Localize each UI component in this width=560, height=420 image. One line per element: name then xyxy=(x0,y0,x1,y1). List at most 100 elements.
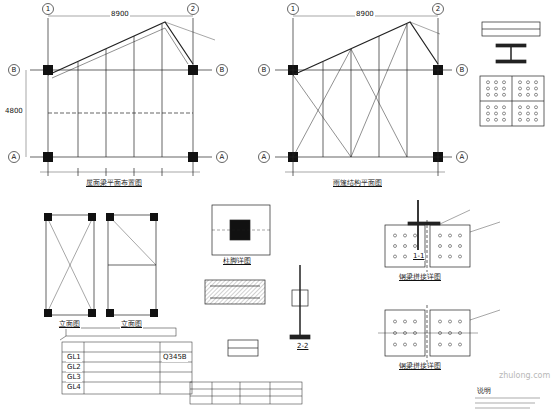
axis-bubble: A xyxy=(8,151,20,163)
drawing-title: 2-2 xyxy=(296,343,309,351)
annotation: 说明 xyxy=(476,388,492,396)
bolt-hole xyxy=(503,81,506,84)
bolt-hole xyxy=(439,320,442,323)
bolt-hole xyxy=(519,93,522,96)
connection-table xyxy=(190,382,302,404)
bolt-hole xyxy=(404,245,407,248)
bolt-hole xyxy=(519,81,522,84)
bolt-hole xyxy=(459,320,462,323)
drawing-title: 1-1 xyxy=(412,253,425,261)
bolt-hole xyxy=(535,87,538,90)
axis-bubble: A xyxy=(456,151,468,163)
bolt-hole xyxy=(495,112,498,115)
bolt-hole xyxy=(459,255,462,258)
annotation: GL4 xyxy=(66,384,82,392)
axis-label: B xyxy=(460,67,465,74)
axis-label: A xyxy=(220,154,225,161)
drawing-title: 雨篷结构平面图 xyxy=(332,180,383,188)
bolt-hole xyxy=(527,112,530,115)
bolt-hole xyxy=(449,255,452,258)
annotation: 8900 xyxy=(355,11,375,19)
bolt-hole xyxy=(404,332,407,335)
bolt-hole xyxy=(449,245,452,248)
axis-bubble: 1 xyxy=(287,3,299,15)
drawing-title: 钢梁拼接详图 xyxy=(398,274,442,282)
bolt-hole xyxy=(487,93,490,96)
bolt-hole xyxy=(535,106,538,109)
axis-label: A xyxy=(262,154,267,161)
axis-bubble: B xyxy=(216,64,228,76)
drawing-title: 立面图 xyxy=(120,321,143,329)
bolt-hole xyxy=(414,332,417,335)
axis-label: B xyxy=(12,67,17,74)
bolt-hole xyxy=(449,320,452,323)
bolt-hole xyxy=(495,118,498,121)
bolt-hole xyxy=(449,234,452,237)
axis-bubble: 2 xyxy=(187,3,199,15)
bolt-hole xyxy=(503,87,506,90)
bolt-hole xyxy=(404,255,407,258)
bolt-hole xyxy=(495,106,498,109)
bolt-hole xyxy=(449,343,452,346)
bolt-hole xyxy=(394,245,397,248)
axis-label: A xyxy=(460,154,465,161)
bolt-hole xyxy=(519,118,522,121)
bolt-hole xyxy=(519,106,522,109)
bolt-hole xyxy=(519,112,522,115)
watermark: zhulong.com xyxy=(498,372,551,381)
column-base-detail xyxy=(205,205,310,356)
bolt-hole xyxy=(527,106,530,109)
drawing-title: 钢梁拼接详图 xyxy=(398,363,442,371)
annotation: GL3 xyxy=(66,374,82,382)
annotation: 4800 xyxy=(4,108,24,116)
axis-label: B xyxy=(220,67,225,74)
bolt-hole xyxy=(527,87,530,90)
bolt-hole xyxy=(495,81,498,84)
bolt-hole xyxy=(414,320,417,323)
bolt-hole xyxy=(394,343,397,346)
bolt-hole xyxy=(414,343,417,346)
bolt-hole xyxy=(459,343,462,346)
bolt-hole xyxy=(487,81,490,84)
bolt-hole xyxy=(459,234,462,237)
bolt-hole xyxy=(404,320,407,323)
bolt-hole xyxy=(459,245,462,248)
elevation-frames xyxy=(46,215,156,315)
axis-bubble: B xyxy=(8,64,20,76)
bolt-hole xyxy=(527,81,530,84)
bolt-hole xyxy=(527,93,530,96)
bolt-hole xyxy=(535,81,538,84)
bolt-hole xyxy=(449,332,452,335)
detail-drawings xyxy=(480,22,544,126)
bolt-hole xyxy=(394,320,397,323)
bolt-hole xyxy=(519,87,522,90)
bolt-hole xyxy=(414,245,417,248)
annotation: 8900 xyxy=(110,11,130,19)
bolt-hole xyxy=(503,112,506,115)
bolt-hole xyxy=(394,255,397,258)
annotation: GL2 xyxy=(66,364,82,372)
bolt-hole xyxy=(535,118,538,121)
bolt-hole xyxy=(527,118,530,121)
axis-bubble: B xyxy=(456,64,468,76)
axis-bubble: 2 xyxy=(432,3,444,15)
bolt-hole xyxy=(487,87,490,90)
member-table xyxy=(60,328,192,394)
axis-label: B xyxy=(262,67,267,74)
drawing-title: 柱脚详图 xyxy=(222,258,252,266)
axis-label: A xyxy=(12,154,17,161)
bolt-hole xyxy=(404,234,407,237)
annotation: Q345B xyxy=(162,354,188,362)
axis-bubble: A xyxy=(216,151,228,163)
bolt-hole xyxy=(394,234,397,237)
bolt-hole xyxy=(503,93,506,96)
drawing-title: 屋面梁平面布置图 xyxy=(85,180,143,188)
bolt-hole xyxy=(414,234,417,237)
bolt-hole xyxy=(487,118,490,121)
bolt-hole xyxy=(535,112,538,115)
splice-details xyxy=(378,220,500,362)
axis-label: 2 xyxy=(191,6,195,13)
axis-bubble: B xyxy=(258,64,270,76)
bolt-hole xyxy=(535,93,538,96)
